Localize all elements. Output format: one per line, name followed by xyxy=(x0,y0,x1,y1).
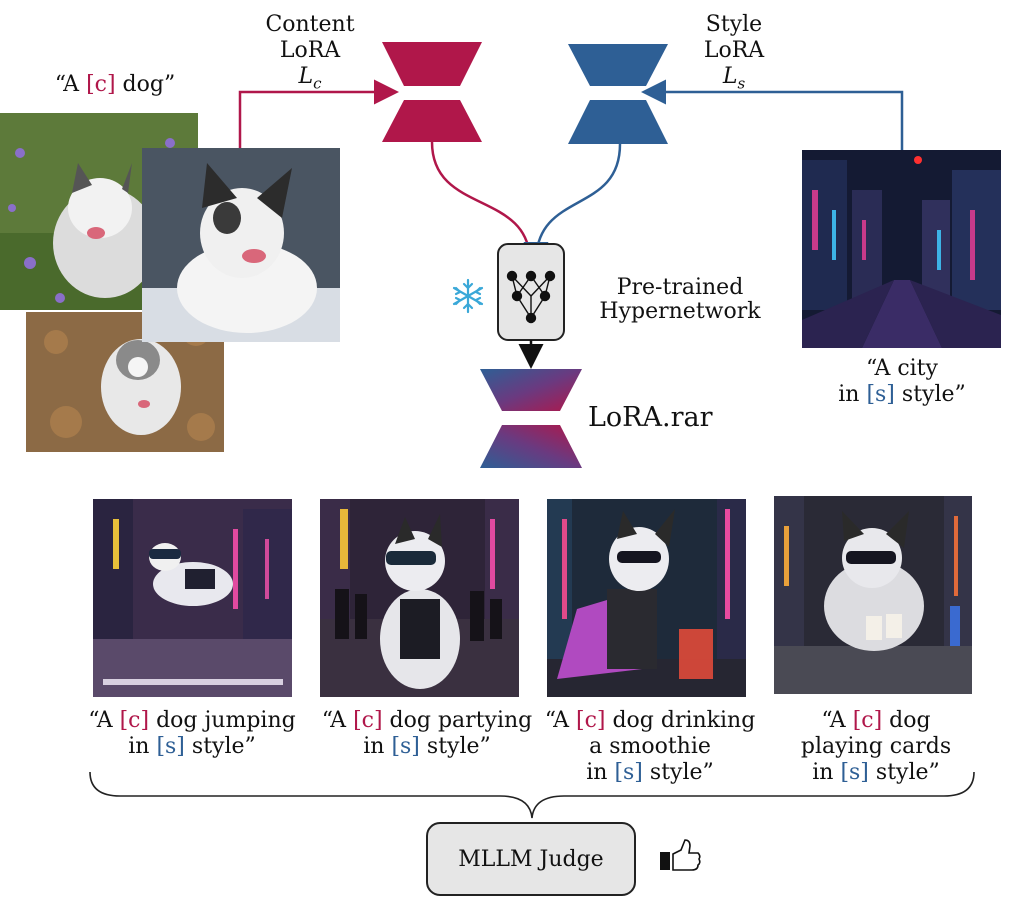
style-lora-symbol: Ls xyxy=(680,64,788,96)
style-prompt-line2-pre: in xyxy=(838,382,867,407)
content-prompt-close: dog” xyxy=(115,72,176,97)
caption-3-mid: dog drinking xyxy=(605,708,756,733)
caption-1-style-token: [s] xyxy=(156,734,185,759)
content-lora-symbol: Lc xyxy=(256,64,364,96)
caption-1-l2pre: in xyxy=(128,734,157,759)
output-caption-1-line1: “A [c] dog jumping xyxy=(62,708,322,734)
content-input-arrow xyxy=(238,79,399,148)
style-lora-line2: LoRA xyxy=(703,38,765,63)
content-to-hyper-curve xyxy=(430,141,532,263)
style-prompt-line1: “A city xyxy=(866,356,938,381)
hypernetwork-line2: Hypernetwork xyxy=(599,299,761,324)
style-lora-symbol-letter: L xyxy=(722,64,738,89)
style-to-hyper-curve xyxy=(523,143,622,267)
caption-2-content-token: [c] xyxy=(353,708,383,733)
caption-4-mid: dog xyxy=(882,708,931,733)
caption-3-l3post: style” xyxy=(642,760,714,785)
caption-1-pre: “A xyxy=(88,708,120,733)
output-image-jumping xyxy=(93,499,292,697)
caption-1-l2post: style” xyxy=(184,734,256,759)
caption-1-content-token: [c] xyxy=(119,708,150,733)
output-caption-2-line2: in [s] style” xyxy=(292,734,562,760)
content-token: [c] xyxy=(86,72,116,97)
content-dog-photo-3 xyxy=(26,312,224,452)
output-caption-2: “A [c] dog partying in [s] style” xyxy=(292,708,562,760)
caption-4-content-token: [c] xyxy=(852,708,883,733)
style-token: [s] xyxy=(866,382,895,407)
style-city-photo xyxy=(802,150,1001,348)
content-lora-label: Content LoRA Lc xyxy=(256,12,364,96)
caption-3-l3pre: in xyxy=(586,760,615,785)
style-prompt-line2-post: style” xyxy=(894,382,966,407)
content-lora-shape xyxy=(382,42,482,142)
caption-2-pre: “A xyxy=(321,708,354,733)
thumbs-up-icon xyxy=(660,839,701,871)
merged-lora-label: LoRA.rar xyxy=(588,402,713,433)
output-caption-1: “A [c] dog jumping in [s] style” xyxy=(62,708,322,760)
output-caption-4-line3: in [s] style” xyxy=(766,760,986,786)
content-lora-symbol-sub: c xyxy=(313,74,322,93)
output-image-partying xyxy=(320,499,519,697)
caption-4-l3pre: in xyxy=(812,760,841,785)
caption-3-style-token: [s] xyxy=(614,760,643,785)
caption-2-style-token: [s] xyxy=(391,734,420,759)
caption-4-l3post: style” xyxy=(868,760,940,785)
caption-2-l2post: style” xyxy=(419,734,491,759)
style-lora-line1: Style xyxy=(705,12,763,37)
caption-2-l2pre: in xyxy=(363,734,392,759)
merged-lora-shape xyxy=(480,369,582,468)
content-lora-symbol-letter: L xyxy=(298,64,314,89)
hypernetwork-line1: Pre-trained xyxy=(616,275,744,300)
output-image-cards xyxy=(774,496,972,694)
snowflake-icon xyxy=(452,278,484,314)
output-caption-4-line2: playing cards xyxy=(800,734,952,759)
output-caption-4-line1: “A [c] dog xyxy=(766,708,986,734)
caption-3-pre: “A xyxy=(544,708,576,733)
content-dog-photo-2 xyxy=(142,148,340,342)
content-lora-line1: Content xyxy=(265,12,355,37)
output-image-drinking xyxy=(547,499,746,697)
caption-4-style-token: [s] xyxy=(840,760,869,785)
style-lora-shape xyxy=(568,44,668,144)
outputs-brace xyxy=(89,771,975,819)
network-icon xyxy=(506,270,556,324)
caption-3-content-token: [c] xyxy=(575,708,606,733)
hypernetwork-label: Pre-trained Hypernetwork xyxy=(590,276,770,324)
style-lora-label: Style LoRA Ls xyxy=(680,12,788,96)
content-lora-line2: LoRA xyxy=(279,38,341,63)
output-caption-3-line3: in [s] style” xyxy=(520,760,780,786)
output-caption-1-line2: in [s] style” xyxy=(62,734,322,760)
output-caption-2-line1: “A [c] dog partying xyxy=(292,708,562,734)
content-prompt-open: “A xyxy=(54,72,87,97)
output-caption-3-line2: a smoothie xyxy=(589,734,711,759)
mllm-judge-label: MLLM Judge xyxy=(458,846,604,872)
output-caption-3-line1: “A [c] dog drinking xyxy=(520,708,780,734)
style-prompt: “A city in [s] style” xyxy=(812,356,992,408)
content-prompt: “A [c] dog” xyxy=(30,72,200,98)
hypernetwork-box xyxy=(497,243,565,341)
style-lora-symbol-sub: s xyxy=(737,74,746,93)
caption-2-mid: dog partying xyxy=(382,708,533,733)
style-input-arrow xyxy=(641,79,904,150)
mllm-judge-box: MLLM Judge xyxy=(426,822,636,896)
output-caption-4: “A [c] dog playing cards in [s] style” xyxy=(766,708,986,786)
output-caption-3: “A [c] dog drinking a smoothie in [s] st… xyxy=(520,708,780,786)
caption-4-pre: “A xyxy=(821,708,853,733)
caption-1-mid: dog jumping xyxy=(149,708,296,733)
style-prompt-line2: in [s] style” xyxy=(812,382,992,408)
